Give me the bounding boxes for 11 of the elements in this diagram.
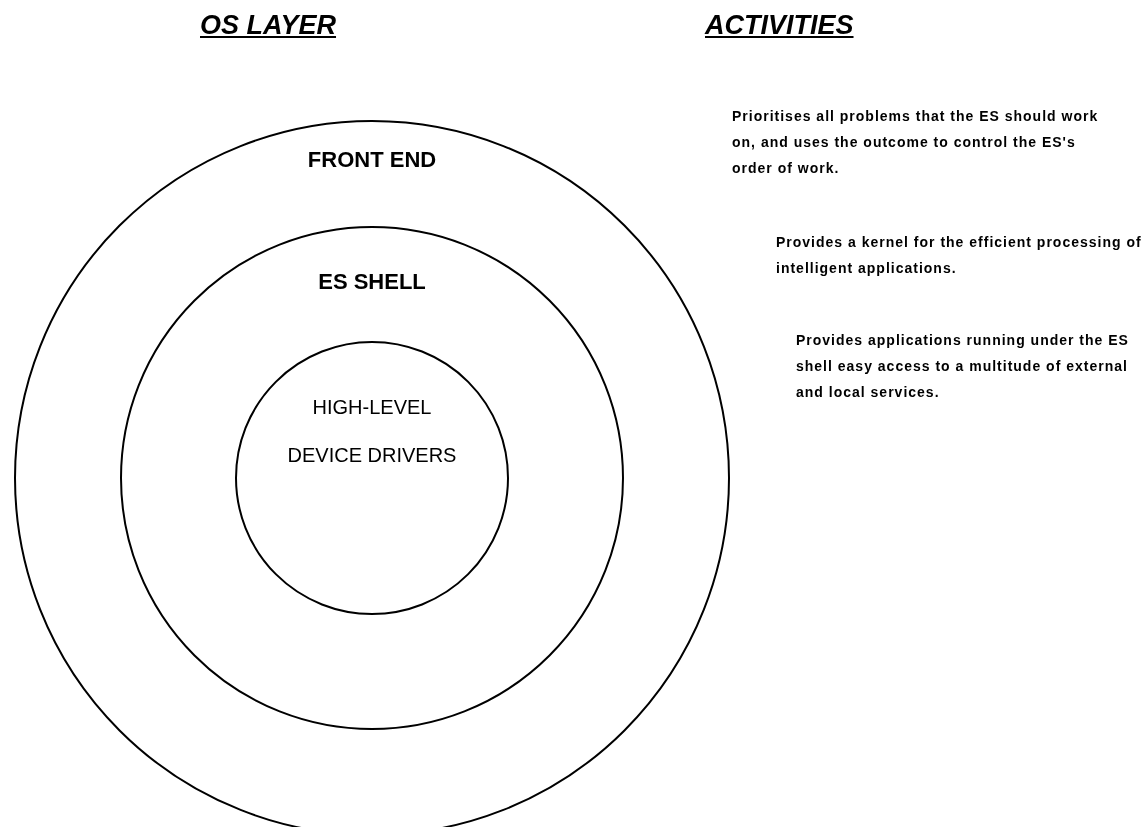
- description-text: Provides a kernel for the efficient processing of intelligent applications.: [776, 233, 1142, 278]
- description-text: Provides applications running under the ES shell easy access to a multitude of external and local services.: [796, 331, 1130, 402]
- layer-label: ES SHELL: [317, 268, 427, 296]
- column-heading: ACTIVITIES: [705, 10, 854, 41]
- layer-circle: [14, 120, 730, 827]
- layer-circle: [235, 341, 509, 615]
- layer-label: HIGH-LEVEL DEVICE DRIVERS: [286, 395, 458, 468]
- description-text: Prioritises all problems that the ES should work on, and uses the outcome to control the ES's order of work.: [732, 107, 1100, 178]
- column-heading: OS LAYER: [200, 10, 336, 41]
- layer-circle: [120, 226, 624, 730]
- layer-label: FRONT END: [306, 146, 438, 174]
